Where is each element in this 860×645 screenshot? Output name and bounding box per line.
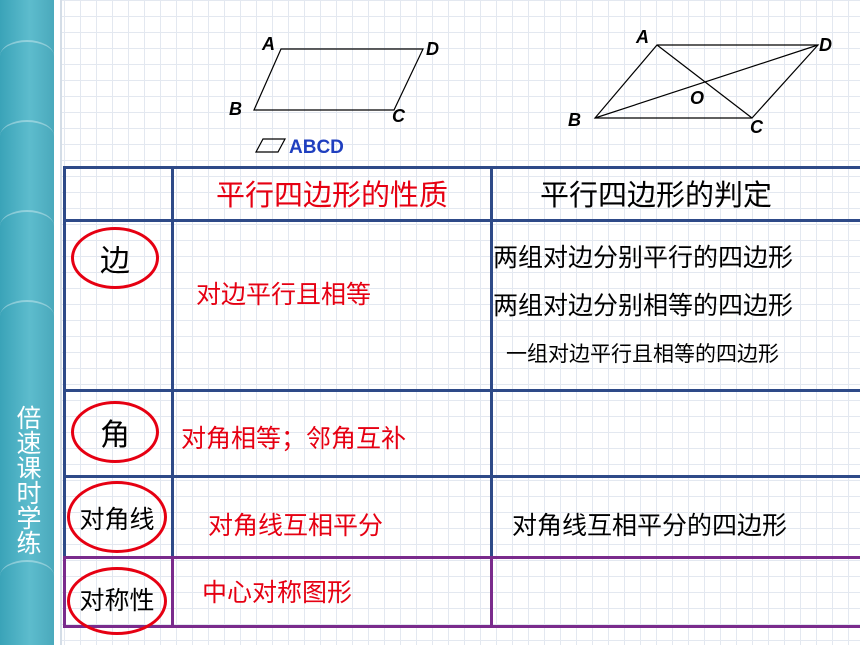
sidebar-divider [60,0,62,645]
criteria-diagonal: 对角线互相平分的四边形 [512,511,788,540]
row-label-symmetry: 对称性 [79,586,155,615]
table-border [171,166,174,557]
property-side: 对边平行且相等 [196,280,372,309]
criteria-side-1: 两组对边分别平行的四边形 [493,243,794,272]
sidebar-wave [0,560,54,592]
parallelogram-name: ABCD [289,137,344,158]
table-border [63,219,860,222]
row-label-oval [71,227,159,289]
table-border [171,556,174,628]
table-border [63,556,66,628]
point-d-label: D [819,35,832,55]
row-label-diagonal: 对角线 [79,505,155,534]
parallelogram-symbol-icon [254,138,287,153]
row-label-side: 边 [100,244,130,279]
point-o-label: O [690,88,704,108]
property-angle: 对角相等；邻角互补 [181,424,407,453]
sidebar-wave [0,300,54,332]
header-criteria: 平行四边形的判定 [540,178,773,212]
sidebar: 倍速课时学练 [0,0,54,645]
point-d-label: D [426,39,439,59]
table-border [63,475,860,478]
header-properties: 平行四边形的性质 [215,178,448,212]
table-border [63,166,860,169]
table-border [63,166,66,557]
property-diagonal: 对角线互相平分 [208,511,384,540]
parallelogram-abcd [253,48,424,111]
point-a-label: A [261,34,275,54]
point-c-label: C [392,106,406,126]
sidebar-wave [0,210,54,242]
point-a-label: A [635,27,649,47]
row-label-angle: 角 [100,418,130,453]
point-c-label: C [750,117,764,137]
diagonal-ac [656,44,753,119]
diagonal-bd [594,44,819,119]
row-label-oval [67,481,167,553]
sidebar-wave [0,40,54,72]
table-border [63,556,860,559]
point-b-label: B [229,99,242,119]
table-border [490,166,493,557]
row-label-oval [67,567,167,635]
point-b-label: B [568,110,581,130]
criteria-side-3: 一组对边平行且相等的四边形 [506,342,779,366]
row-label-oval [71,401,159,463]
parallelogram-figures: A D B C ABCD A D B C O [229,27,832,158]
criteria-side-2: 两组对边分别相等的四边形 [493,291,794,320]
sidebar-edge [54,0,60,645]
sidebar-wave [0,120,54,152]
table-border [490,556,493,628]
table-border [63,625,860,628]
table-border [63,389,860,392]
property-symmetry: 中心对称图形 [202,578,353,607]
sidebar-title: 倍速课时学练 [13,405,42,555]
